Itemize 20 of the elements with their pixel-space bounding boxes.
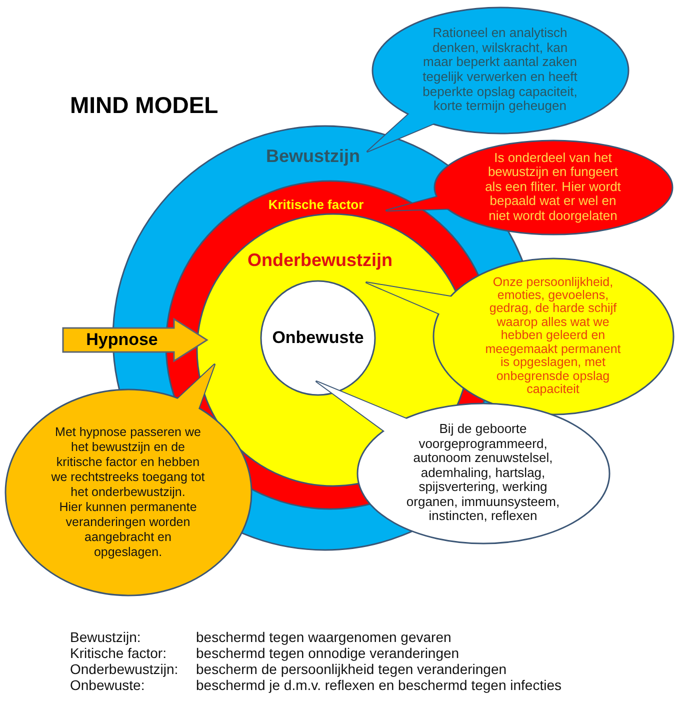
bubble-text: Met hypnose passeren we het bewustzijn en de kritische factor en hebben we rechtstreeks toegang tot het onderbewustzijn. xyxy=(50,424,206,500)
description-text: bescherm de persoonlijkheid tegen veranderingen xyxy=(196,661,507,677)
description-text: beschermd tegen waargenomen gevaren xyxy=(196,629,452,645)
term-label: Onderbewustzijn: xyxy=(70,661,178,677)
bubble-text: Hier kunnen permanente veranderingen worden aangebracht en opgeslagen. xyxy=(58,500,198,560)
layer-label: Onderbewustzijn xyxy=(246,249,394,271)
bubble-text: Rationeel en analytisch denken, wilskracht, kan maar beperkt aantal zaken tegelijk verwerken en heeft beperkte opslag capaciteit, korte termijn geheugen xyxy=(422,26,578,114)
description-text: beschermd je d.m.v. reflexen en beschermd tegen infecties xyxy=(196,677,562,693)
bubble-text: Bij de geboorte voorgeprogrammeerd, autonoom zenuwstelsel, ademhaling, hartslag, spijsvertering, werking organen, immuunsysteem, instincten, reflexen xyxy=(406,422,560,524)
term-label: Kritische factor: xyxy=(70,645,166,661)
bubble-text: Is onderdeel van het bewustzijn en fungeert als een fliter. Hier wordt bepaald wat er wel en niet wordt doorgelaten xyxy=(484,150,622,224)
bubble-text: Onze persoonlijkheid, emoties, gevoelens, gedrag, de harde schijf waarop alles wat we hebben geleerd en meegemaakt permanent is opgeslagen, met onbegrensde opslag capaciteit xyxy=(484,276,622,396)
description-text: beschermd tegen onnodige veranderingen xyxy=(196,645,460,661)
term-label: Onbewuste: xyxy=(70,677,145,693)
diagram-title: MIND MODEL xyxy=(70,92,218,118)
arrow-label: Hypnose xyxy=(86,330,158,350)
term-label: Bewustzijn: xyxy=(70,629,141,645)
layer-label: Onbewuste xyxy=(272,328,364,348)
layer-label: Bewustzijn xyxy=(265,145,361,167)
layer-label: Kritische factor xyxy=(268,197,364,213)
